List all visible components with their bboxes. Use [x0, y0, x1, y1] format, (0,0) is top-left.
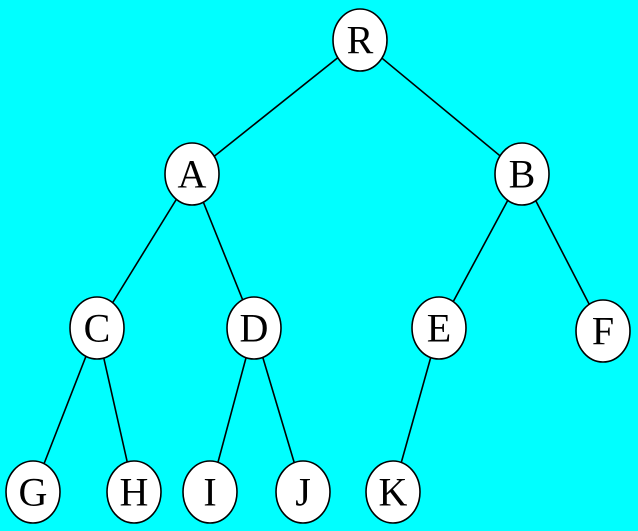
node-k: K — [365, 460, 421, 524]
node-h-label: H — [120, 470, 149, 515]
node-d-circle — [226, 296, 282, 360]
node-e-label: E — [427, 306, 451, 351]
node-a: A — [164, 142, 220, 206]
edge-r-b — [359, 39, 523, 175]
node-c-circle — [69, 296, 125, 360]
node-k-label: K — [379, 470, 408, 515]
node-i: I — [182, 460, 238, 524]
node-g: G — [5, 460, 61, 524]
node-h: H — [106, 460, 162, 524]
node-e: E — [411, 296, 467, 360]
node-r: R — [332, 8, 388, 72]
node-f-circle — [575, 299, 631, 363]
node-c-label: C — [84, 306, 111, 351]
node-k-circle — [365, 460, 421, 524]
node-d-label: D — [240, 306, 269, 351]
node-h-circle — [106, 460, 162, 524]
node-b-label: B — [509, 152, 536, 197]
node-b: B — [494, 142, 550, 206]
node-r-circle — [332, 8, 388, 72]
node-d: D — [226, 296, 282, 360]
node-f-label: F — [592, 309, 614, 354]
node-i-circle — [182, 460, 238, 524]
node-b-circle — [494, 142, 550, 206]
edges — [32, 39, 604, 493]
node-g-label: G — [19, 470, 48, 515]
node-r-label: R — [347, 18, 374, 63]
node-f: F — [575, 299, 631, 363]
node-j: J — [275, 460, 331, 524]
node-g-circle — [5, 460, 61, 524]
node-e-circle — [411, 296, 467, 360]
edge-r-a — [191, 39, 361, 175]
node-j-circle — [275, 460, 331, 524]
node-a-label: A — [178, 152, 207, 197]
node-c: C — [69, 296, 125, 360]
node-i-label: I — [203, 470, 216, 515]
node-j-label: J — [295, 470, 311, 515]
node-a-circle — [164, 142, 220, 206]
